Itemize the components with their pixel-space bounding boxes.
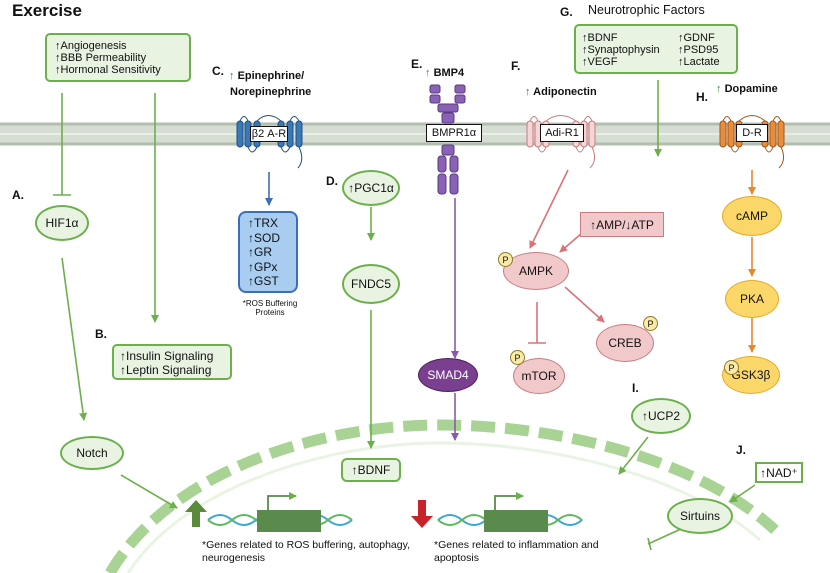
genes-up-line1: *Genes related to ROS buffering, autopha… xyxy=(202,539,410,551)
bdnf-nucleus-node: ↑BDNF xyxy=(341,458,401,482)
effect-hormonal: ↑Hormonal Sensitivity xyxy=(55,64,161,76)
neurotrophic-box: ↑BDNF ↑Synaptophysin ↑VEGF ↑GDNF ↑PSD95 … xyxy=(574,24,738,74)
neuro-bdnf: ↑BDNF xyxy=(582,32,618,44)
adiponectin-text: Adiponectin xyxy=(533,86,597,98)
ros-note: *ROS Buffering Proteins xyxy=(230,299,310,317)
nad-box: ↑NAD⁺ xyxy=(755,462,803,483)
bmp4-label: ↑ BMP4 xyxy=(425,67,464,79)
dna-helix-1 xyxy=(207,492,353,532)
epinephrine-label: ↑ Epinephrine/ xyxy=(229,70,304,82)
section-a-label: A. xyxy=(12,188,24,202)
section-j-label: J. xyxy=(736,443,747,457)
bmpr-receptor-shape xyxy=(429,84,466,195)
sirtuins-node: Sirtuins xyxy=(667,498,733,534)
creb-phospho: P xyxy=(643,316,658,331)
insulin-signaling: ↑Insulin Signaling xyxy=(120,349,214,363)
section-h-label: H. xyxy=(696,90,708,104)
pka-node: PKA xyxy=(725,280,779,318)
section-i-label: I. xyxy=(632,381,639,395)
ros-gr: ↑GR xyxy=(248,245,272,259)
amp-atp-box: ↑AMP/↓ATP xyxy=(580,212,664,237)
neuro-vegf: ↑VEGF xyxy=(582,56,618,68)
dopamine-label: ↑ Dopamine xyxy=(716,83,778,95)
section-c-label: C. xyxy=(212,64,224,78)
ros-gpx: ↑GPx xyxy=(248,259,278,274)
genes-down-note: *Genes related to inflammation and apopt… xyxy=(434,539,599,565)
neuro-lactate: ↑Lactate xyxy=(678,56,720,68)
neuro-left-col: ↑BDNF ↑Synaptophysin ↑VEGF xyxy=(582,32,660,68)
neuro-synaptophysin: ↑Synaptophysin xyxy=(582,44,660,56)
dopamine-text: Dopamine xyxy=(724,83,778,95)
section-d-label: D. xyxy=(326,174,338,188)
mtor-node: mTOR xyxy=(513,358,565,394)
smad4-node: SMAD4 xyxy=(418,358,478,392)
gsk3b-phospho: P xyxy=(724,360,739,375)
neuro-right-col: ↑GDNF ↑PSD95 ↑Lactate xyxy=(678,32,720,68)
genes-down-line2: apoptosis xyxy=(434,552,479,564)
ros-note-line1: *ROS Buffering xyxy=(242,299,298,308)
fndc5-node: FNDC5 xyxy=(342,264,400,304)
section-f-label: F. xyxy=(511,59,521,73)
dna-helix-2 xyxy=(437,492,583,532)
section-g-label: G. xyxy=(560,5,573,19)
up-arrow-adiponectin: ↑ xyxy=(525,86,531,98)
effect-angiogenesis: ↑Angiogenesis xyxy=(55,40,127,52)
ros-proteins-box: ↑TRX ↑SOD ↑GR ↑GPx ↑GST xyxy=(238,211,298,293)
norepinephrine-label: Norepinephrine xyxy=(230,86,312,98)
adiponectin-label: ↑ Adiponectin xyxy=(525,86,597,98)
genes-up-note: *Genes related to ROS buffering, autopha… xyxy=(202,539,410,565)
hif1a-node: HIF1α xyxy=(35,205,89,241)
up-arrow-bmp4: ↑ xyxy=(425,67,431,79)
insulin-leptin-box: ↑Insulin Signaling ↑Leptin Signaling xyxy=(112,344,232,380)
notch-node: Notch xyxy=(60,436,124,470)
adi-r1-label: Adi-R1 xyxy=(540,124,584,142)
page-title: Exercise xyxy=(12,1,82,20)
ros-trx: ↑TRX xyxy=(248,216,278,230)
up-arrow-dopamine: ↑ xyxy=(716,83,722,95)
ros-sod: ↑SOD xyxy=(248,230,281,245)
creb-node: CREB xyxy=(596,324,654,362)
downregulation-arrow xyxy=(411,500,433,528)
camp-node: cAMP xyxy=(722,196,782,236)
bmpr1a-label: BMPR1α xyxy=(426,124,482,142)
leptin-signaling: ↑Leptin Signaling xyxy=(120,363,212,377)
cell-membrane xyxy=(0,122,830,146)
mtor-phospho: P xyxy=(510,350,525,365)
effect-bbb: ↑BBB Permeability xyxy=(55,52,147,64)
genes-down-line1: *Genes related to inflammation and xyxy=(434,539,599,551)
up-arrow-epinephrine: ↑ xyxy=(229,70,235,82)
green-arrows xyxy=(53,80,756,551)
neurotrophic-title: Neurotrophic Factors xyxy=(588,3,705,17)
ros-note-line2: Proteins xyxy=(255,308,285,317)
ros-gst: ↑GST xyxy=(248,274,279,288)
ampk-phospho: P xyxy=(498,252,513,267)
section-b-label: B. xyxy=(95,327,107,341)
ampk-node: AMPK xyxy=(503,252,569,290)
section-e-label: E. xyxy=(411,57,423,71)
beta2-receptor-label: β2 A-R xyxy=(250,126,288,142)
pgc1a-node: ↑PGC1α xyxy=(342,170,400,206)
neuro-psd95: ↑PSD95 xyxy=(678,44,719,56)
nuclear-envelope xyxy=(105,419,779,573)
ucp2-node: ↑UCP2 xyxy=(631,398,691,434)
neuro-gdnf: ↑GDNF xyxy=(678,32,715,44)
upregulation-arrow xyxy=(185,500,207,527)
genes-up-line2: neurogenesis xyxy=(202,552,266,564)
bmp4-text: BMP4 xyxy=(433,67,465,79)
d-r-label: D-R xyxy=(736,124,768,142)
epinephrine-text: Epinephrine/ xyxy=(237,70,305,82)
exercise-effects-box: ↑Angiogenesis ↑BBB Permeability ↑Hormona… xyxy=(45,33,191,82)
